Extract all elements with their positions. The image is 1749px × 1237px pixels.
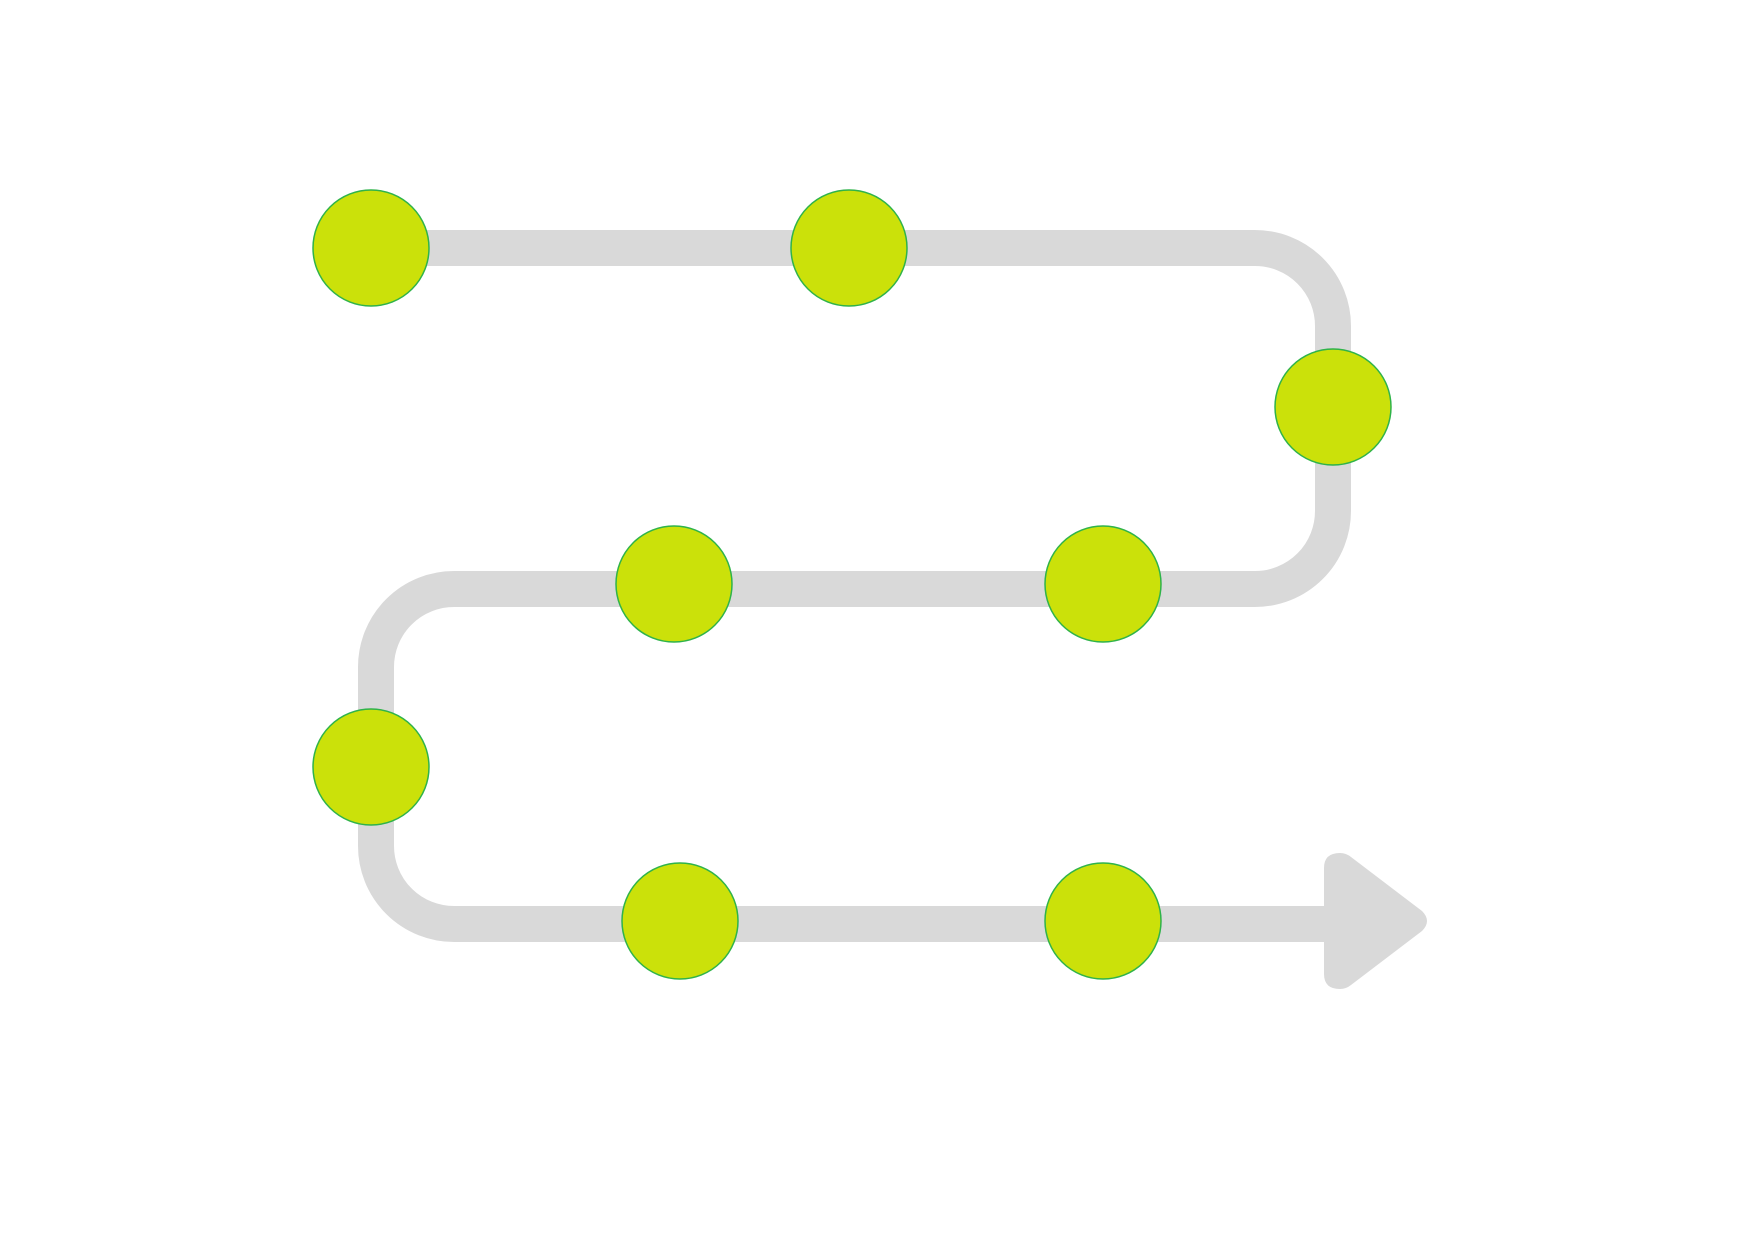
milestone-node-8 <box>1044 862 1162 980</box>
winding-path <box>358 230 1351 942</box>
milestone-node-4 <box>615 525 733 643</box>
milestone-node-2 <box>790 189 908 307</box>
milestone-nodes <box>312 189 1392 980</box>
milestone-node-6 <box>312 708 430 826</box>
milestone-node-3 <box>1274 348 1392 466</box>
milestone-node-5 <box>1044 525 1162 643</box>
milestone-node-1 <box>312 189 430 307</box>
arrow-right-icon <box>1324 853 1427 989</box>
milestone-node-7 <box>621 862 739 980</box>
